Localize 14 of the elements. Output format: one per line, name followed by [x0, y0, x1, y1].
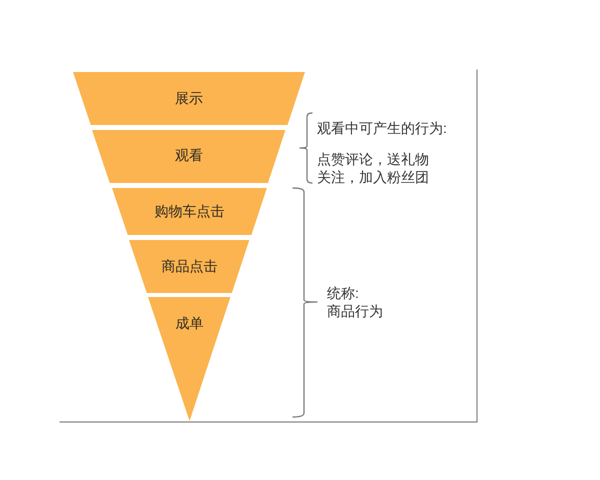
segment-label: 成单: [176, 314, 204, 332]
funnel-segment: [129, 240, 250, 293]
annotation-text: 点赞评论，送礼物关注，加入粉丝团: [317, 150, 430, 186]
funnel-segment: [73, 72, 305, 125]
segment-label: 商品点击: [162, 257, 218, 275]
segment-label: 展示: [175, 89, 204, 107]
segment-label: 观看: [175, 146, 204, 164]
annotation-text: 观看中可产生的行为:: [317, 119, 447, 137]
funnel-segment: [112, 188, 267, 235]
funnel-segment: [92, 130, 286, 183]
annotation-text: 商品行为: [327, 302, 383, 320]
segment-label: 购物车点击: [154, 202, 224, 220]
annotation-text: 统称:: [327, 284, 359, 302]
funnel-segment: [148, 297, 231, 421]
